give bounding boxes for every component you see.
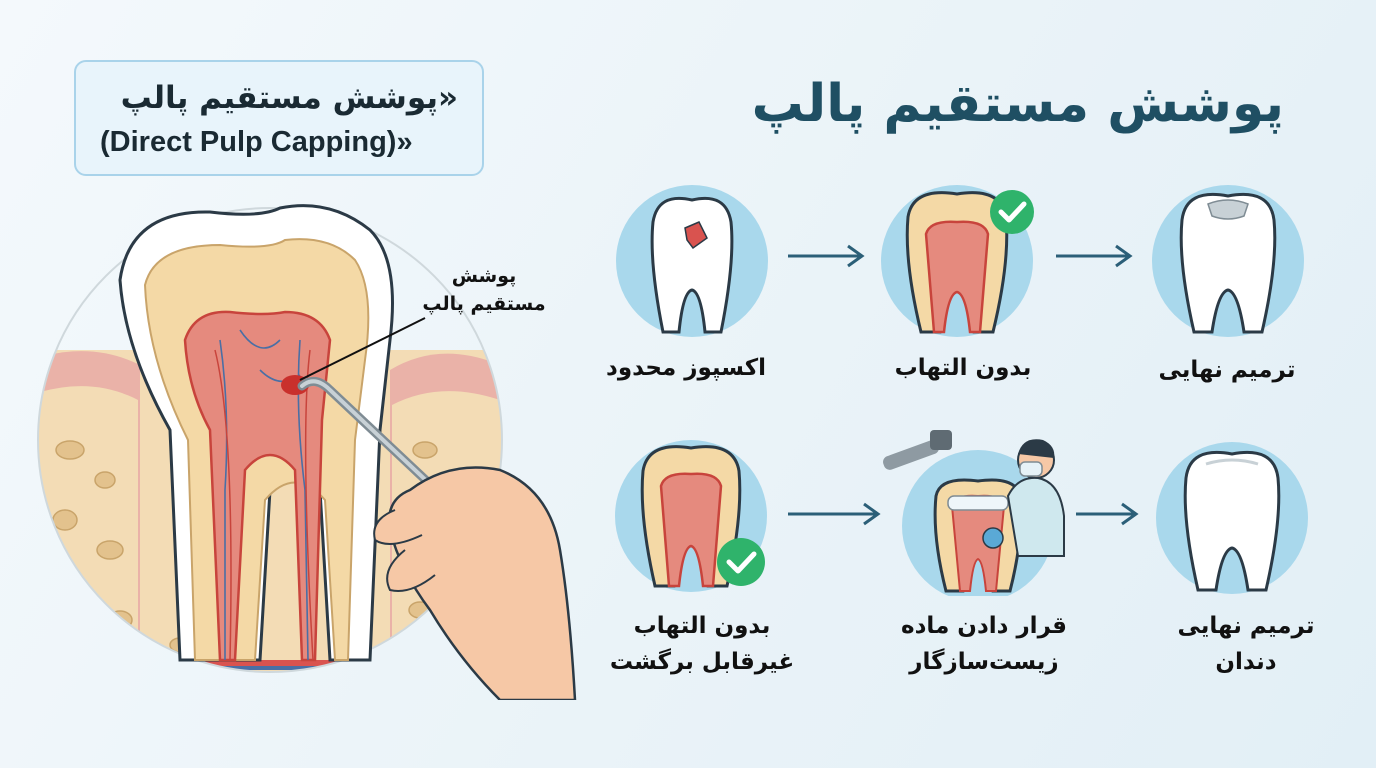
- label-line-2: غیرقابل برگشت: [609, 649, 795, 675]
- step-label-biocompatible: قرار دادن ماده زیست‌سازگار: [854, 608, 1114, 680]
- final-tooth-icon: [1156, 442, 1308, 594]
- main-title: پوشش مستقیم پالپ: [751, 74, 1284, 134]
- label-line-2: زیست‌سازگار: [909, 649, 1059, 675]
- callout-line-2: مستقیم پالپ: [422, 293, 546, 315]
- arrow-right-icon: [1076, 502, 1139, 526]
- label-line-1: ترمیم نهایی: [1177, 613, 1315, 639]
- callout-line-1: پوشش: [451, 265, 517, 287]
- arrow-right-icon: [788, 502, 881, 526]
- pulp-check-icon: [615, 440, 767, 592]
- step-label-final-tooth: ترمیم نهایی دندان: [1116, 608, 1376, 680]
- header-title-fa: «پوشش مستقیم پالپ: [120, 80, 458, 116]
- dentist-treatment-icon: [883, 430, 1065, 596]
- step-label-irreversible: بدون التهاب غیرقابل برگشت: [572, 608, 832, 680]
- tooth-cross-section-illustration: [37, 204, 577, 700]
- header-title-en: (Direct Pulp Capping)»: [100, 126, 413, 158]
- arrow-right-icon: [1056, 244, 1133, 268]
- label-line-1: قرار دادن ماده: [901, 613, 1067, 639]
- label-line-1: بدون التهاب: [633, 613, 771, 639]
- exposed-tooth-icon: [616, 185, 768, 337]
- pulp-capping-callout: پوشش مستقیم پالپ: [414, 262, 554, 318]
- label-line-2: دندان: [1215, 649, 1277, 675]
- step-label-no-inflammation: بدون التهاب: [894, 355, 1032, 381]
- step-label-final-restoration: ترمیم نهایی: [1158, 357, 1296, 383]
- header-title-box: «پوشش مستقیم پالپ (Direct Pulp Capping)»: [74, 60, 484, 176]
- restored-tooth-icon: [1152, 185, 1304, 337]
- healthy-pulp-check-icon: [881, 185, 1034, 337]
- step-label-exposure: اکسپوز محدود: [606, 355, 766, 381]
- arrow-right-icon: [788, 244, 865, 268]
